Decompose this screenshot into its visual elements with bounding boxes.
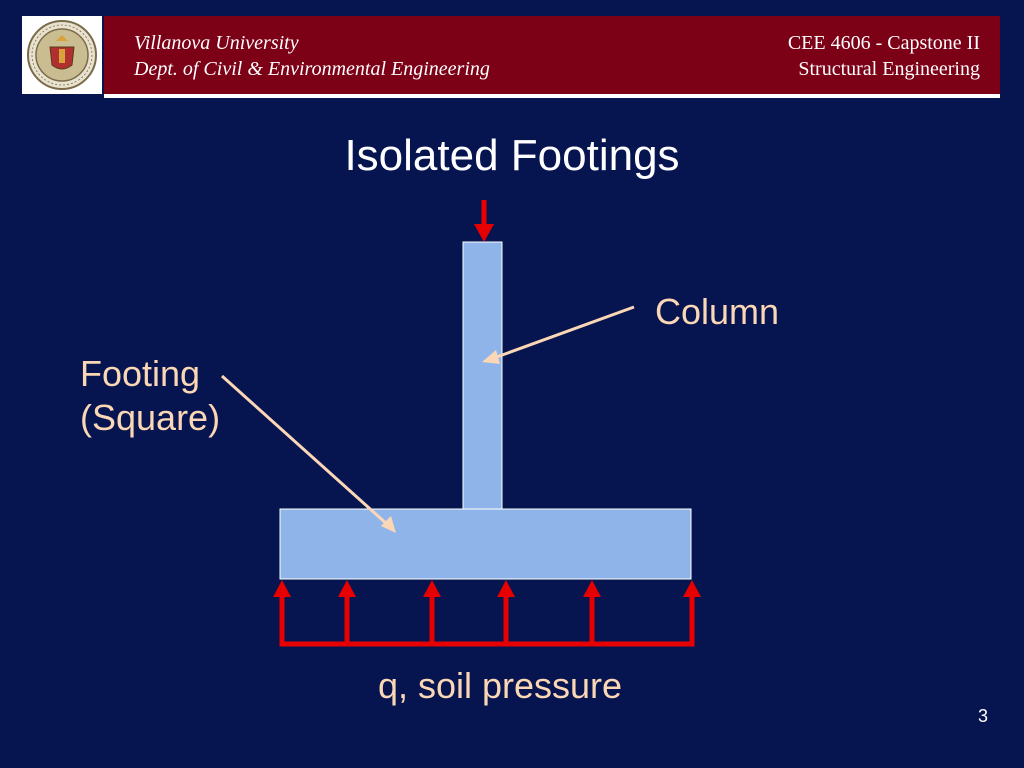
university-seal-icon [27, 20, 97, 90]
university-name: Villanova University [134, 32, 299, 54]
pressure-arrow [497, 580, 515, 644]
pressure-arrow [683, 580, 701, 644]
footing-shape [279, 508, 692, 580]
page-number: 3 [977, 706, 988, 726]
department-name: Dept. of Civil & Environmental Engineeri… [134, 58, 490, 80]
applied-load-arrow [474, 200, 494, 242]
pressure-arrow [338, 580, 356, 644]
soil-pressure-arrows [273, 580, 701, 647]
column-shape [462, 241, 503, 510]
course-subject: Structural Engineering [798, 58, 980, 80]
footing-label: Footing (Square) [80, 352, 220, 440]
soil-pressure-label: q, soil pressure [377, 665, 623, 706]
footing-label-line1: Footing [80, 353, 201, 394]
logo-box [22, 16, 102, 94]
slide-title: Isolated Footings [344, 131, 680, 180]
header-rule [104, 94, 1000, 98]
footing-leader-line [220, 374, 396, 533]
footing-label-line2: (Square) [80, 397, 221, 438]
course-text: CEE 4606 - Capstone II Structural Engine… [788, 30, 980, 82]
course-code: CEE 4606 - Capstone II [787, 32, 980, 54]
pressure-arrow [583, 580, 601, 644]
header-banner: Villanova University Dept. of Civil & En… [104, 16, 1000, 94]
pressure-baseline [279, 596, 695, 647]
slide-header: Villanova University Dept. of Civil & En… [22, 16, 1000, 98]
column-label: Column [655, 291, 780, 332]
institution-text: Villanova University Dept. of Civil & En… [134, 30, 490, 82]
column-leader-line [482, 305, 635, 364]
pressure-arrow [423, 580, 441, 644]
pressure-arrow [273, 580, 291, 644]
